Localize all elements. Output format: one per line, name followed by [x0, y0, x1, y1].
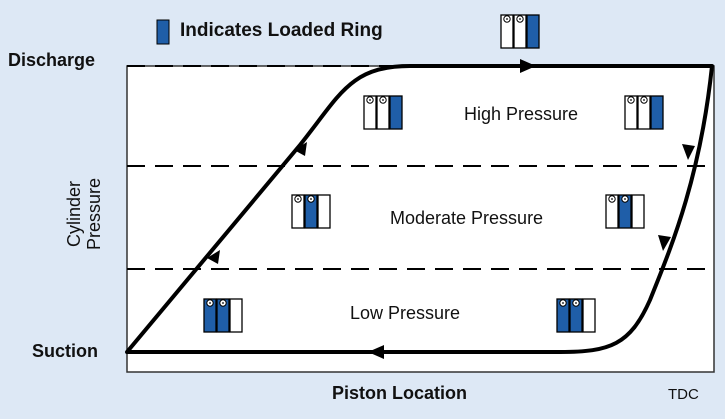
ring	[624, 95, 638, 130]
moderate-pressure-label: Moderate Pressure	[390, 208, 544, 228]
ring	[569, 298, 583, 333]
ring	[556, 298, 570, 333]
ring	[637, 95, 651, 130]
ring	[203, 298, 217, 333]
ring-stack-low-compression	[203, 298, 243, 333]
ring	[618, 194, 632, 229]
arrow-compression-upper	[294, 142, 307, 156]
legend-label: Indicates Loaded Ring	[180, 20, 383, 41]
ring-hole-dot	[222, 302, 224, 304]
suction-label: Suction	[32, 341, 98, 361]
high-pressure-label: High Pressure	[464, 104, 579, 124]
ring	[376, 95, 390, 130]
legend-swatch	[156, 19, 170, 45]
ring-stack-high-compression	[363, 95, 403, 130]
ring	[513, 14, 527, 49]
ring-hole-dot	[575, 302, 577, 304]
ring-stack-moderate-expansion	[605, 194, 645, 229]
arrow-discharge	[520, 59, 536, 73]
tdc-label: TDC	[668, 386, 699, 403]
ring-stack-legend	[500, 14, 540, 49]
ring-stacks	[156, 14, 664, 333]
ring	[363, 95, 377, 130]
ring-hole-dot	[611, 198, 613, 200]
ring-stack-low-expansion	[556, 298, 596, 333]
x-axis-label: Piston Location	[332, 383, 467, 403]
ring-hole-dot	[382, 99, 384, 101]
discharge-label: Discharge	[8, 50, 96, 70]
ring-hole-dot	[624, 198, 626, 200]
ring	[317, 194, 331, 229]
pressure-cycle-curve	[125, 64, 714, 354]
y-axis-label-line1: Cylinder	[64, 180, 84, 248]
ring	[229, 298, 243, 333]
ring	[304, 194, 318, 229]
ring-stack-moderate-compression	[291, 194, 331, 229]
y-axis-label-line2: Pressure	[84, 177, 104, 251]
ring-hole-dot	[369, 99, 371, 101]
ring-hole-dot	[643, 99, 645, 101]
ring-hole-dot	[209, 302, 211, 304]
ring	[582, 298, 596, 333]
ring	[291, 194, 305, 229]
arrow-compression-lower	[207, 250, 220, 264]
arrow-expansion-lower	[658, 235, 671, 251]
ring	[216, 298, 230, 333]
ring	[605, 194, 619, 229]
ring-hole-dot	[630, 99, 632, 101]
ring-hole-dot	[310, 198, 312, 200]
ring-hole-dot	[506, 18, 508, 20]
ring	[526, 14, 540, 49]
ring-hole-dot	[519, 18, 521, 20]
ring-stack-high-expansion	[624, 95, 664, 130]
arrow-expansion-upper	[682, 144, 695, 160]
y-axis-label: Cylinder Pressure	[64, 178, 104, 250]
low-pressure-label: Low Pressure	[350, 303, 461, 323]
ring-hole-dot	[297, 198, 299, 200]
ring	[650, 95, 664, 130]
ring	[631, 194, 645, 229]
ring	[500, 14, 514, 49]
ring-hole-dot	[562, 302, 564, 304]
ring	[389, 95, 403, 130]
arrow-suction	[368, 345, 384, 359]
